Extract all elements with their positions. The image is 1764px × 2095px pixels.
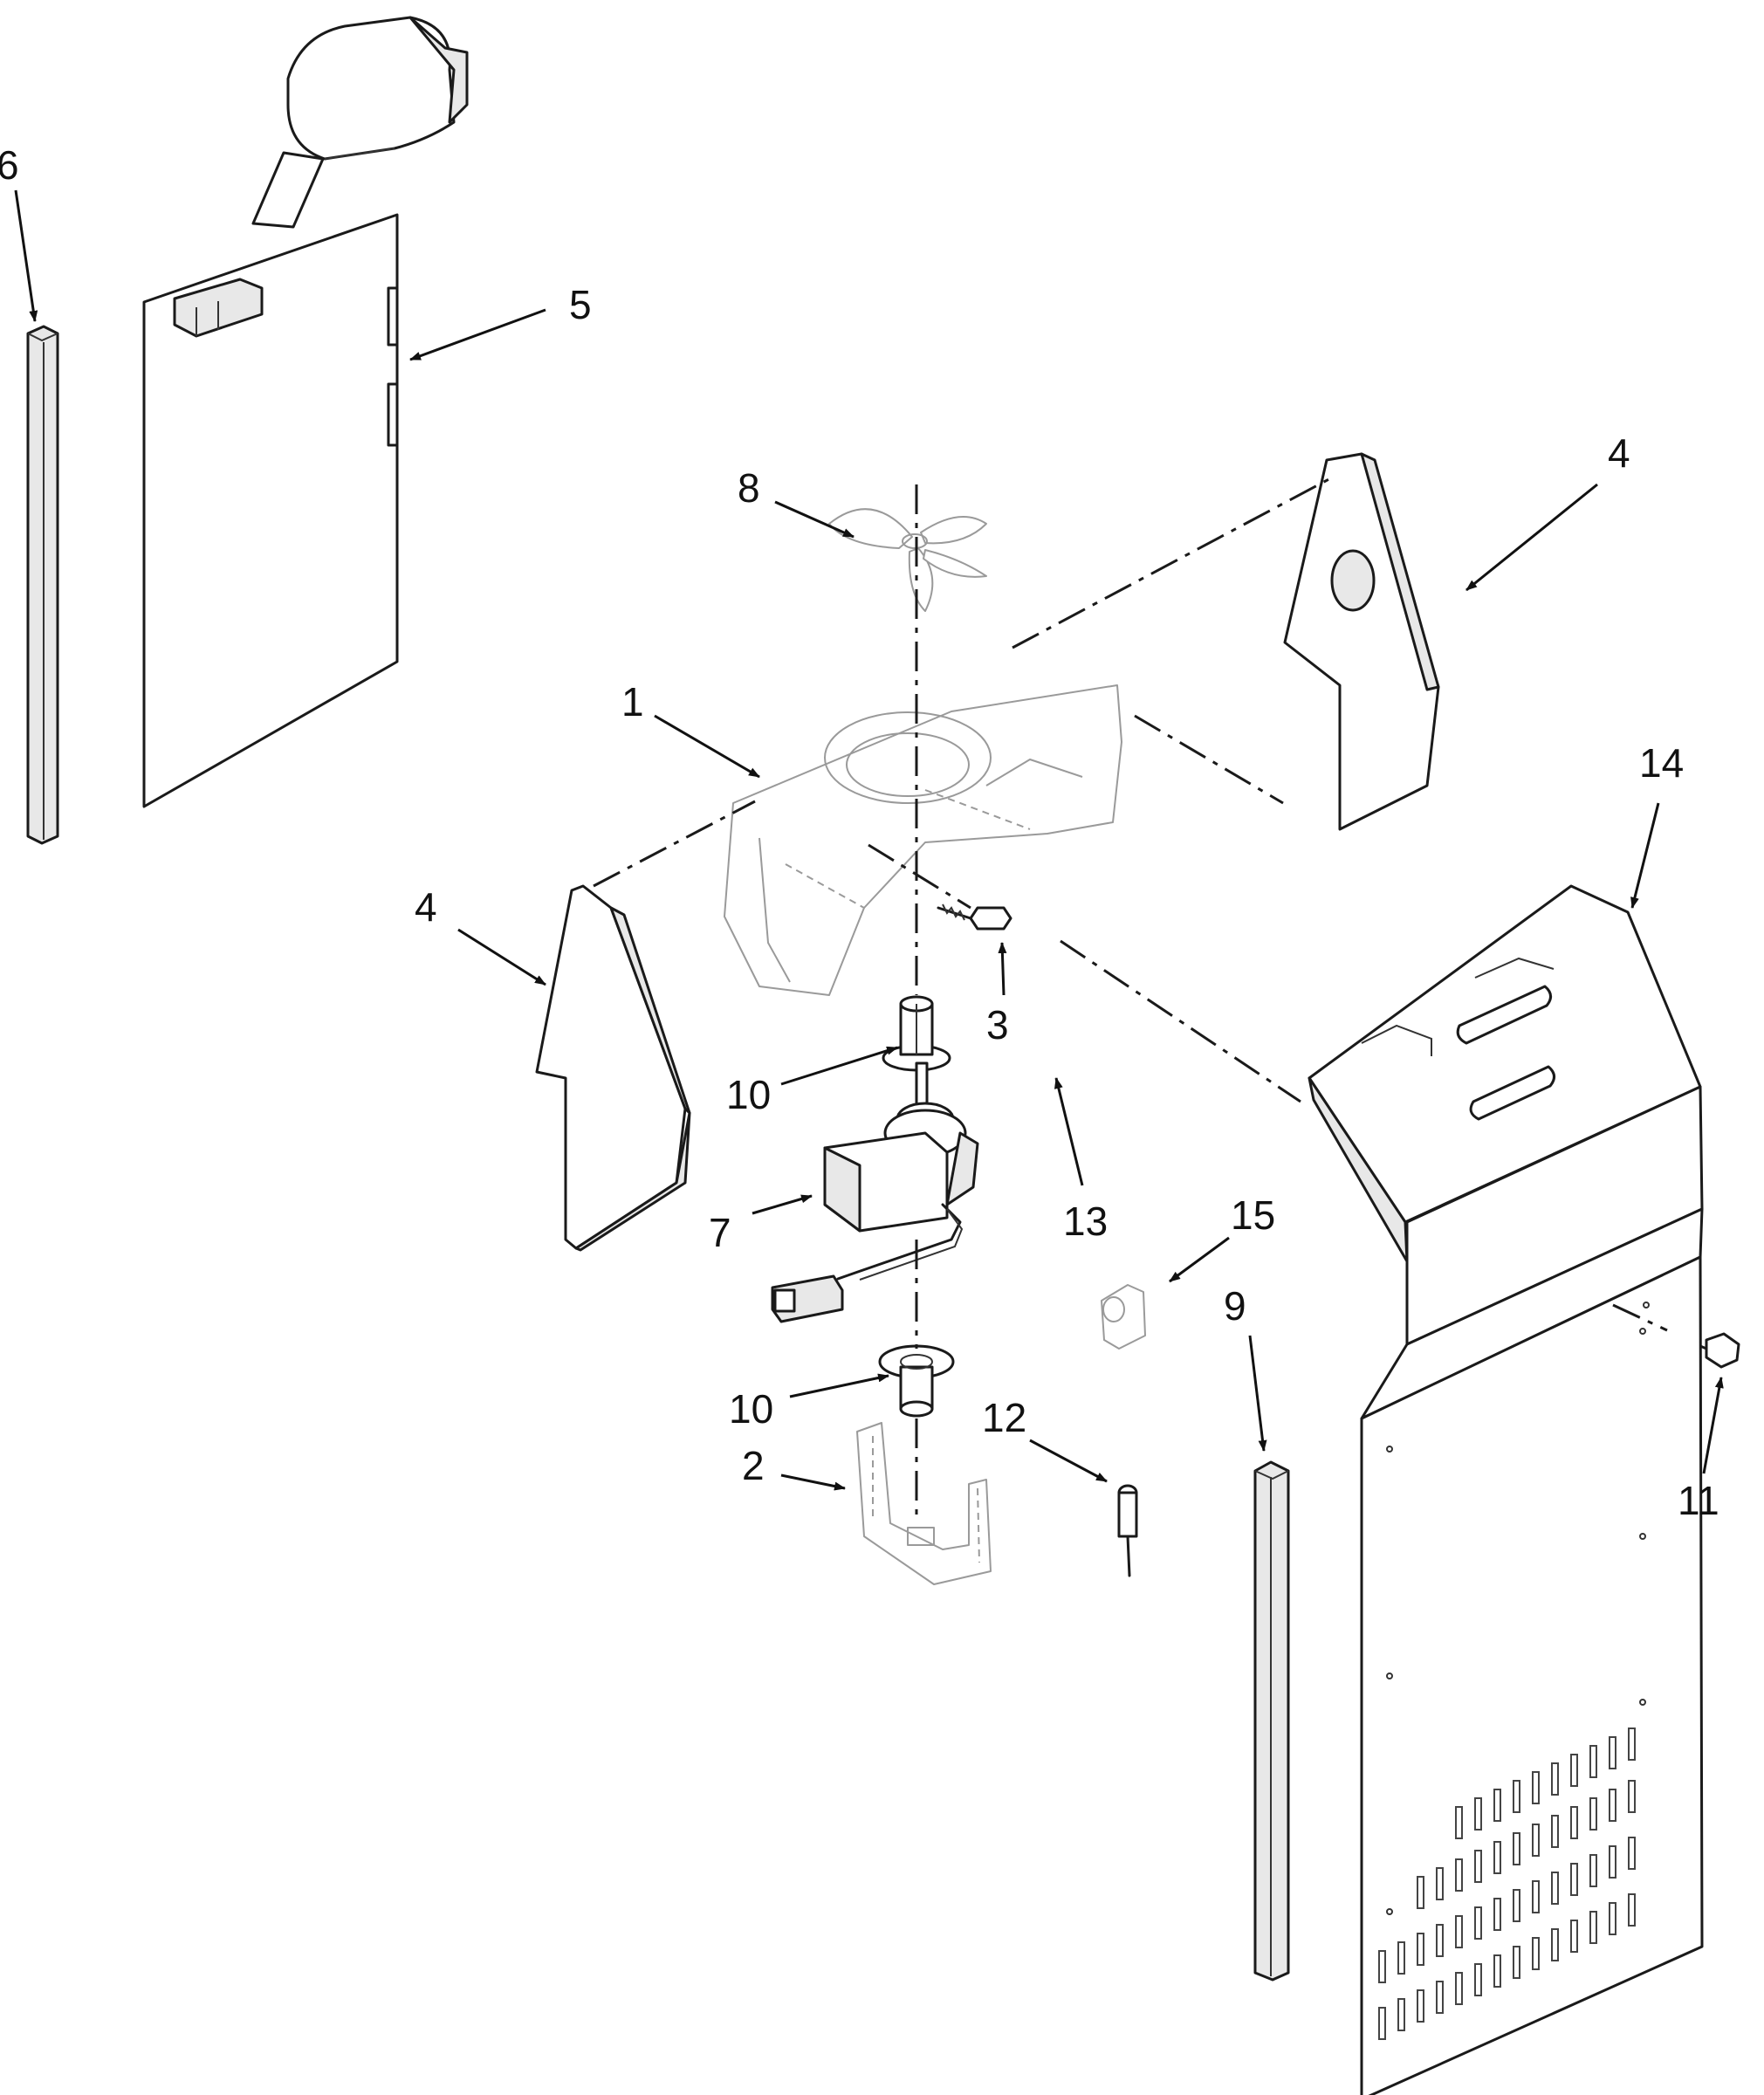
part-6-gasket-strip (26, 325, 59, 845)
vent-slot (1589, 1854, 1597, 1887)
part-15-clip (1101, 1284, 1146, 1350)
vent-slot (1493, 1841, 1501, 1874)
vent-slot (1513, 1832, 1520, 1865)
vent-slot (1628, 1893, 1636, 1927)
part-14-rear-panel (1308, 884, 1704, 2095)
vent-slot (1628, 1780, 1636, 1813)
part-12-thermistor (1117, 1484, 1138, 1577)
callout-12: 12 (982, 1395, 1026, 1440)
vent-slot (1493, 1898, 1501, 1931)
vent-slot (1513, 1889, 1520, 1922)
part-4-insulation-right (1283, 452, 1440, 831)
part-10-grommet-lower (878, 1344, 955, 1418)
vent-slot (1474, 1963, 1482, 1996)
leader-arrows (14, 189, 1724, 1491)
vent-slot (1551, 1815, 1559, 1848)
callout-15: 15 (1231, 1192, 1275, 1238)
vent-slot (1455, 1858, 1463, 1892)
part-5-air-duct-panel (142, 16, 469, 808)
callout-9: 9 (1224, 1283, 1246, 1329)
vent-slot (1570, 1754, 1578, 1787)
vent-slot (1589, 1911, 1597, 1944)
callout-1: 1 (621, 679, 644, 725)
part-3-screw (937, 903, 1012, 931)
vent-slot (1397, 1998, 1405, 2031)
vent-slot (1474, 1797, 1482, 1831)
part-1-fan-housing (724, 684, 1122, 996)
vent-slot (1532, 1937, 1540, 1970)
callout-10-upper: 10 (726, 1072, 771, 1117)
callout-4-right: 4 (1608, 430, 1630, 476)
vent-slot (1609, 1736, 1616, 1769)
vent-slot (1532, 1771, 1540, 1804)
vent-slot (1436, 1981, 1444, 2014)
callout-4-left: 4 (415, 884, 437, 930)
vent-slot (1513, 1780, 1520, 1813)
vent-slot (1532, 1824, 1540, 1857)
callout-5: 5 (569, 282, 592, 327)
callout-3: 3 (986, 1002, 1009, 1048)
vent-slot (1628, 1837, 1636, 1870)
vent-slot (1417, 1989, 1424, 2023)
vent-slot (1493, 1789, 1501, 1822)
vent-slot (1474, 1906, 1482, 1940)
callout-8: 8 (738, 465, 760, 511)
callout-14: 14 (1639, 740, 1684, 786)
vent-slot (1436, 1924, 1444, 1957)
panel-vent-grille (1378, 1728, 1636, 2040)
part-8-fan-blade (828, 508, 987, 612)
vent-slot (1570, 1806, 1578, 1839)
vent-slot (1455, 1806, 1463, 1839)
vent-slot (1532, 1880, 1540, 1913)
vent-slot (1589, 1797, 1597, 1831)
vent-slot (1570, 1863, 1578, 1896)
vent-slot (1551, 1928, 1559, 1961)
vent-slot (1436, 1867, 1444, 1900)
vent-slot (1417, 1876, 1424, 1909)
vent-slot (1493, 1954, 1501, 1988)
vent-slot (1455, 1915, 1463, 1948)
vent-slot (1513, 1946, 1520, 1979)
vent-slot (1417, 1933, 1424, 1966)
callout-11: 11 (1678, 1478, 1719, 1523)
vent-slot (1609, 1902, 1616, 1935)
callout-labels: 6 5 8 4 1 14 4 3 10 13 15 7 9 10 12 2 11 (0, 142, 1719, 1523)
callout-2: 2 (742, 1443, 765, 1488)
callout-10-lower: 10 (729, 1386, 773, 1432)
part-2-motor-bracket (856, 1422, 992, 1585)
part-7-fan-motor (771, 1061, 979, 1323)
vent-slot (1609, 1789, 1616, 1822)
vent-slot (1628, 1728, 1636, 1761)
part-10-grommet-upper (882, 995, 951, 1072)
assembly-lines (593, 474, 1668, 1519)
vent-slot (1589, 1745, 1597, 1778)
vent-slot (1474, 1850, 1482, 1883)
vent-slot (1378, 2007, 1386, 2040)
vent-slot (1609, 1845, 1616, 1879)
callout-13: 13 (1063, 1199, 1108, 1244)
vent-slot (1455, 1972, 1463, 2005)
part-4-insulation-left (535, 884, 691, 1252)
vent-slot (1551, 1762, 1559, 1796)
callout-6: 6 (0, 142, 19, 188)
vent-slot (1570, 1920, 1578, 1953)
callout-7: 7 (709, 1210, 731, 1255)
vent-slot (1378, 1950, 1386, 1983)
vent-slot (1397, 1941, 1405, 1975)
vent-slot (1551, 1872, 1559, 1905)
part-9-gasket-strip (1253, 1460, 1290, 1982)
